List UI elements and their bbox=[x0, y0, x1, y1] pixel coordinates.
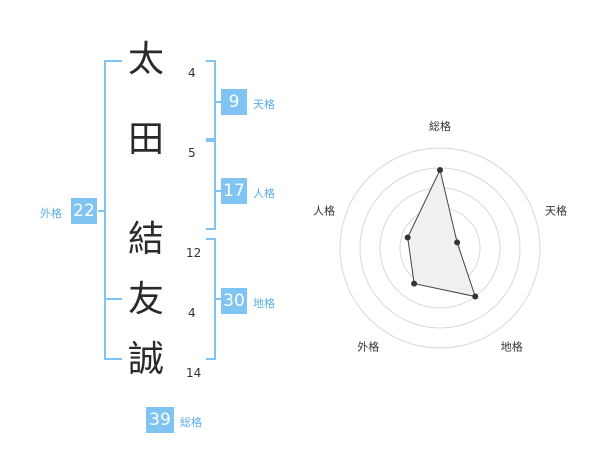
radar-axis-label-4: 外格 bbox=[357, 340, 379, 354]
soukaku-label: 総格 bbox=[180, 416, 202, 429]
radar-point-5 bbox=[404, 234, 411, 241]
jinkaku-value-badge: 17 bbox=[221, 178, 247, 204]
name-char-4: 友 bbox=[127, 279, 164, 320]
soukaku-value-badge: 39 bbox=[146, 407, 174, 433]
tenkaku-label: 天格 bbox=[253, 98, 275, 111]
name-char-2: 田 bbox=[127, 119, 164, 160]
gaikaku-bracket-mid-tick bbox=[106, 298, 122, 300]
radar-axis-label-1: 総格 bbox=[429, 119, 451, 133]
radar-point-1 bbox=[437, 167, 443, 173]
radar-point-4 bbox=[411, 280, 418, 287]
radar-axis-label-3: 地格 bbox=[501, 340, 523, 354]
gaikaku-value-badge: 22 bbox=[71, 198, 97, 224]
gaikaku-label: 外格 bbox=[40, 207, 62, 220]
radar-data-area bbox=[407, 168, 477, 298]
tenkaku-value-badge: 9 bbox=[221, 89, 247, 115]
chikaku-label: 地格 bbox=[253, 297, 275, 310]
radar-axis-label-5: 人格 bbox=[313, 203, 335, 217]
tenkaku-connector bbox=[215, 101, 221, 103]
jinkaku-label: 人格 bbox=[253, 187, 275, 200]
stroke-count-1: 4 bbox=[188, 66, 196, 80]
stroke-count-3: 12 bbox=[186, 246, 202, 260]
chikaku-connector bbox=[215, 298, 221, 300]
name-char-5: 誠 bbox=[127, 339, 164, 380]
jinkaku-bracket bbox=[206, 140, 216, 230]
radar-axis-label-2: 天格 bbox=[545, 203, 567, 217]
gaikaku-bracket bbox=[104, 60, 122, 360]
stroke-count-4: 4 bbox=[188, 306, 196, 320]
chikaku-value-badge: 30 bbox=[221, 288, 247, 314]
name-char-3: 結 bbox=[127, 219, 164, 260]
stroke-count-5: 14 bbox=[186, 366, 202, 380]
gaikaku-connector bbox=[98, 210, 106, 212]
radar-data-points bbox=[404, 167, 479, 300]
tenkaku-bracket bbox=[206, 60, 216, 140]
radar-point-2 bbox=[454, 239, 461, 246]
name-char-1: 太 bbox=[127, 39, 164, 80]
radar-point-3 bbox=[472, 293, 479, 300]
jinkaku-connector bbox=[215, 190, 221, 192]
stroke-count-2: 5 bbox=[188, 146, 196, 160]
radar-ring-5 bbox=[339, 147, 541, 349]
